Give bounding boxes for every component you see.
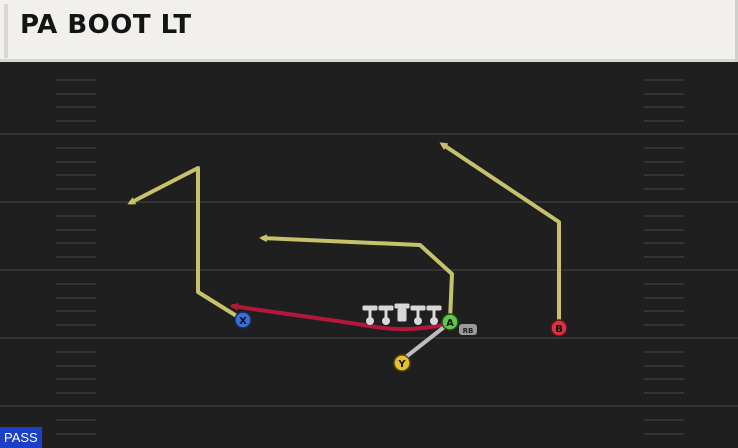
lineman-c — [394, 303, 410, 322]
header-edge — [735, 0, 738, 62]
svg-text:RB: RB — [463, 327, 474, 335]
svg-text:X: X — [239, 316, 247, 327]
offensive-line — [362, 303, 442, 325]
route-a — [259, 234, 454, 321]
route-y-block — [400, 322, 450, 362]
player-x[interactable]: X — [234, 311, 252, 329]
player-a[interactable]: A — [441, 313, 459, 331]
lineman-lt — [362, 305, 378, 325]
hash-marks-right — [644, 79, 684, 435]
player-b[interactable]: B — [550, 319, 568, 337]
svg-text:B: B — [555, 324, 563, 335]
play-type-badge: PASS — [0, 427, 42, 448]
route-x — [127, 166, 245, 322]
svg-text:A: A — [446, 318, 454, 329]
lineman-rt — [426, 305, 442, 325]
route-b — [439, 142, 561, 326]
route-primary — [230, 302, 450, 332]
lineman-lg — [378, 305, 394, 325]
header-accent — [4, 4, 8, 58]
play-header: PA BOOT LT — [0, 0, 738, 62]
svg-text:Y: Y — [397, 359, 406, 370]
lineman-rg — [410, 305, 426, 325]
player-y[interactable]: Y — [393, 354, 411, 372]
yard-lines — [0, 133, 738, 407]
hash-marks-left — [56, 79, 96, 435]
play-title: PA BOOT LT — [20, 10, 192, 40]
play-field: RB X A B Y — [0, 79, 738, 435]
rb-tag: RB — [459, 324, 477, 335]
